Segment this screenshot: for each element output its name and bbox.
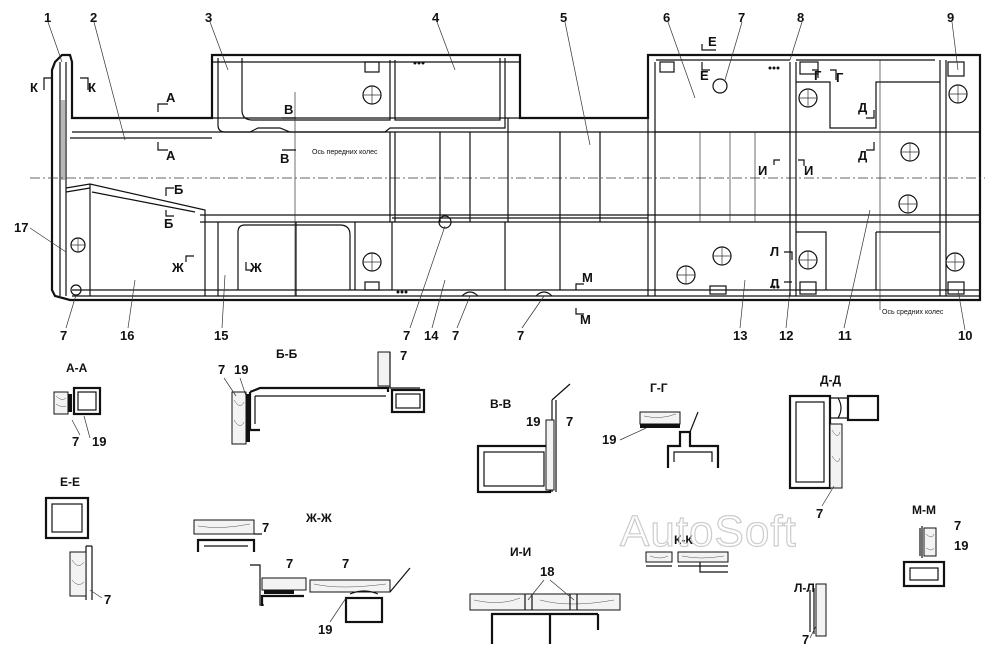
section-zhzh-label-7b: 7 <box>286 556 293 571</box>
section-vv: В-В 19 7 <box>476 383 573 494</box>
mark-k-left: К <box>30 80 38 95</box>
section-ll: Л-Л 7 <box>794 581 827 647</box>
section-ii: И-И 18 <box>469 545 621 644</box>
section-aa-label-19: 19 <box>92 434 106 449</box>
section-ii-title: И-И <box>510 545 531 559</box>
section-gg-title: Г-Г <box>650 381 668 395</box>
section-aa-label-7: 7 <box>72 434 79 449</box>
section-mm-label-7: 7 <box>954 518 961 533</box>
mark-v-bottom: В <box>280 151 289 166</box>
callout-5: 5 <box>560 10 567 25</box>
section-aa: А-А 7 19 <box>53 361 106 449</box>
section-ii-label-18: 18 <box>540 564 554 579</box>
mark-b-top: Б <box>174 182 183 197</box>
mark-d-bottom: Д <box>858 148 868 163</box>
callout-10: 10 <box>958 328 972 343</box>
section-kk-title: К-К <box>674 533 693 547</box>
callout-1: 1 <box>44 10 51 25</box>
section-vv-title: В-В <box>490 397 512 411</box>
mark-v-top: В <box>284 102 293 117</box>
callout-17: 17 <box>14 220 28 235</box>
section-dd-title: Д-Д <box>820 373 842 387</box>
rear-axle-note: Ось средних колес <box>882 309 944 316</box>
section-ee-label-7: 7 <box>104 592 111 607</box>
mark-e-bottom: Е <box>700 68 709 83</box>
mark-g-left: Г <box>814 68 822 83</box>
section-markers: К К А А Б Б В В Ось передних колес Ж Ж Е… <box>30 34 944 327</box>
callout-6: 6 <box>663 10 670 25</box>
callout-13: 13 <box>733 328 747 343</box>
callout-2: 2 <box>90 10 97 25</box>
section-bb: Б-Б 7 19 7 <box>218 347 426 445</box>
section-aa-title: А-А <box>66 361 88 375</box>
section-bb-label-19: 19 <box>234 362 248 377</box>
section-ee-title: Е-Е <box>60 475 80 489</box>
section-ll-label-7: 7 <box>802 632 809 647</box>
section-zhzh-label-19: 19 <box>318 622 332 637</box>
front-axle-note: Ось передних колес <box>312 149 378 156</box>
section-bb-title: Б-Б <box>276 347 298 361</box>
section-mm: М-М 7 19 <box>902 503 968 588</box>
mark-g-right: Г <box>836 70 844 85</box>
mark-l-top: Л <box>770 244 779 259</box>
section-bb-label-7a: 7 <box>218 362 225 377</box>
mark-i-right: И <box>804 163 813 178</box>
callout-7-d: 7 <box>517 328 524 343</box>
callout-16: 16 <box>120 328 134 343</box>
main-plan-view <box>30 53 985 310</box>
section-mm-label-19: 19 <box>954 538 968 553</box>
section-vv-label-19: 19 <box>526 414 540 429</box>
section-gg-label-19: 19 <box>602 432 616 447</box>
section-bb-label-7b: 7 <box>400 348 407 363</box>
section-zhzh-label-7c: 7 <box>342 556 349 571</box>
mark-a-bottom: А <box>166 148 176 163</box>
section-ee: Е-Е 7 <box>44 475 111 607</box>
rivet-marks <box>396 61 780 294</box>
leader-lines <box>29 21 966 331</box>
main-callouts: 1 2 3 4 5 6 7 8 9 10 11 12 13 14 15 16 1… <box>14 10 972 343</box>
callout-14: 14 <box>424 328 439 343</box>
section-gg: Г-Г 19 <box>602 381 720 468</box>
callout-15: 15 <box>214 328 228 343</box>
section-dd-label-7: 7 <box>816 506 823 521</box>
callout-7-a: 7 <box>60 328 67 343</box>
section-zhzh: Ж-Ж 7 7 7 19 <box>193 511 411 637</box>
mark-m-top: М <box>582 270 593 285</box>
mark-i-left: И <box>758 163 767 178</box>
mark-l-bottom: Л <box>770 276 779 291</box>
callout-3: 3 <box>205 10 212 25</box>
callout-7-top: 7 <box>738 10 745 25</box>
section-mm-title: М-М <box>912 503 936 517</box>
callout-7-c: 7 <box>452 328 459 343</box>
mark-zh-left: Ж <box>171 260 184 275</box>
mark-k-right: К <box>88 80 96 95</box>
section-vv-label-7: 7 <box>566 414 573 429</box>
section-kk: К-К <box>645 533 729 573</box>
mark-d-top: Д <box>858 100 868 115</box>
callout-11: 11 <box>838 328 852 343</box>
callout-8: 8 <box>797 10 804 25</box>
mark-m-bottom: М <box>580 312 591 327</box>
section-zhzh-title: Ж-Ж <box>305 511 332 525</box>
mark-b-bottom: Б <box>164 216 173 231</box>
mark-a-top: А <box>166 90 176 105</box>
callout-4: 4 <box>432 10 440 25</box>
callout-12: 12 <box>779 328 793 343</box>
section-ll-title: Л-Л <box>794 581 815 595</box>
mark-e-top: Е <box>708 34 717 49</box>
section-zhzh-label-7a: 7 <box>262 520 269 535</box>
section-dd: Д-Д 7 <box>788 373 880 521</box>
callout-9: 9 <box>947 10 954 25</box>
mark-zh-right: Ж <box>249 260 262 275</box>
watermark-text: AutoSoft <box>620 507 797 556</box>
callout-7-b: 7 <box>403 328 410 343</box>
